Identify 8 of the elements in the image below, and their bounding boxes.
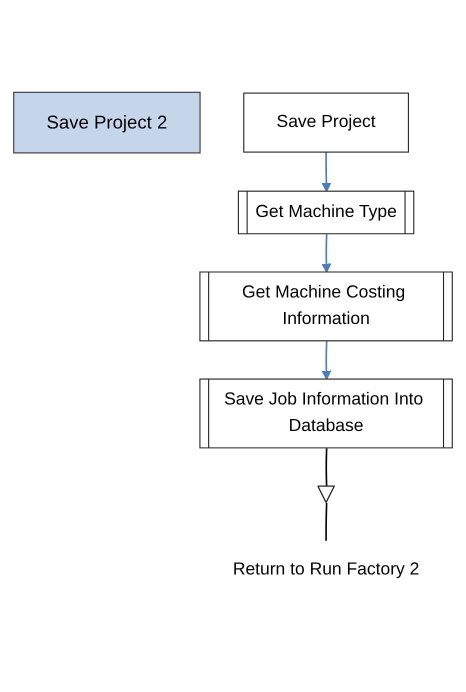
arrow <box>322 152 332 192</box>
node-box: Save Project 2 <box>13 92 201 154</box>
connector <box>325 503 328 541</box>
arrow <box>322 234 332 273</box>
connector <box>325 448 328 487</box>
arrow <box>322 341 332 380</box>
node-box: Save Project <box>243 92 409 153</box>
node-text: Return to Run Factory 2 <box>232 560 420 579</box>
